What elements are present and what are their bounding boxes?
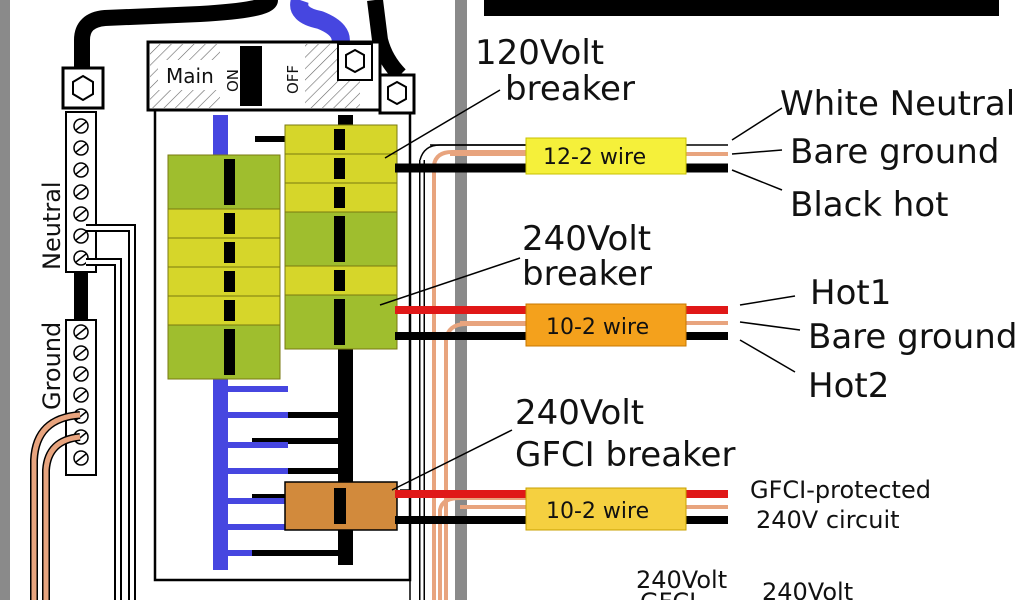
screw-slot <box>75 121 87 131</box>
lug-nut-icon <box>72 74 94 102</box>
neutral-label: Neutral <box>38 181 66 270</box>
screw-slot <box>75 390 87 400</box>
breaker-handle <box>334 216 345 262</box>
cable2-sheath <box>525 303 687 347</box>
bottom-left-cut-label: GFCI <box>640 588 696 600</box>
label-white-neutral: White Neutral <box>780 84 1015 124</box>
gfci-pigtail <box>400 489 411 600</box>
service-blue-wire <box>290 0 350 48</box>
blue-bus-stab <box>228 498 288 504</box>
leader-bare-ground-2 <box>739 321 801 331</box>
callout-240-leader <box>379 257 521 306</box>
gfci-breaker-handle <box>334 488 346 524</box>
screw-slot <box>75 348 87 358</box>
label-bare-ground-1: Bare ground <box>790 132 999 172</box>
on-label: ON <box>224 69 242 92</box>
screw-slot <box>75 165 87 175</box>
cable3-tag: 10-2 wire <box>546 499 649 524</box>
leader-black-hot <box>731 169 783 191</box>
hot-lug-nut-icon <box>387 80 407 106</box>
label-gfci-circuit-line1: GFCI-protected <box>750 476 931 504</box>
breaker-handle <box>224 213 235 234</box>
callout-240-line1: 240Volt <box>522 219 651 259</box>
main-label-bg <box>158 60 220 90</box>
screw-slot <box>75 187 87 197</box>
right-breaker-stack <box>284 124 398 350</box>
breaker-handle <box>224 242 235 263</box>
black-bus-stab <box>255 136 285 142</box>
cable2-tag: 10-2 wire <box>546 315 649 340</box>
breaker-handle <box>334 299 345 345</box>
bottom-right-label: 240Volt <box>762 578 853 600</box>
screw-slot <box>75 369 87 379</box>
screw-slot <box>75 327 87 337</box>
breaker-handle <box>334 129 345 150</box>
leader-white-neutral <box>731 107 783 141</box>
bottom-left-label: 240Volt <box>636 566 727 594</box>
breaker-handle <box>334 270 345 291</box>
blue-bus-stab <box>228 412 288 418</box>
cable1-ground-run <box>432 150 530 600</box>
blue-bus-stab <box>228 386 288 392</box>
screw-slot <box>75 143 87 153</box>
black-bus-stab <box>252 438 338 444</box>
breaker-handle <box>334 158 345 179</box>
black-bus-stab <box>252 412 338 418</box>
cable3-sheath <box>525 487 687 531</box>
label-hot1: Hot1 <box>810 273 891 313</box>
neutral-screws <box>73 118 89 266</box>
screw-slot <box>75 453 87 463</box>
leader-bare-ground-1 <box>731 149 783 155</box>
callout-gfci-line2: GFCI breaker <box>515 435 735 475</box>
left-breaker-stack <box>167 154 281 380</box>
label-bare-ground-2: Bare ground <box>808 317 1017 357</box>
cable3-ground-run <box>438 496 530 600</box>
black-bus-stab <box>252 550 338 556</box>
main-label: Main <box>166 64 214 88</box>
label-black-hot: Black hot <box>790 185 948 225</box>
service-neutral-wire <box>74 0 278 80</box>
cable1-sheath <box>525 137 687 175</box>
leader-hot1 <box>739 295 796 306</box>
screw-slot <box>75 253 87 263</box>
breaker-handle <box>224 159 235 205</box>
screw-slot <box>75 231 87 241</box>
breaker-handle <box>334 187 345 208</box>
ground-wire <box>31 412 81 600</box>
blue-bus-stab <box>228 442 288 448</box>
ground-label: Ground <box>38 322 66 410</box>
breaker-handle <box>224 300 235 321</box>
label-gfci-circuit-line2: 240V circuit <box>756 506 900 534</box>
neutral-wire <box>86 226 134 600</box>
neutral-wire-2 <box>86 260 120 600</box>
neutral-lug <box>61 66 105 110</box>
service-hot-wire <box>367 0 406 81</box>
leader-hot2 <box>739 339 796 373</box>
ground-wire-2 <box>43 434 81 600</box>
off-label: OFF <box>284 65 302 94</box>
black-bus-stab <box>252 468 338 474</box>
panel-right-rail <box>455 0 467 600</box>
bar-jumper <box>74 272 88 320</box>
breaker-frame <box>153 110 412 582</box>
cable1-tag: 12-2 wire <box>543 145 646 170</box>
callout-gfci-leader <box>391 429 513 491</box>
label-hot2: Hot2 <box>808 366 889 406</box>
breaker-handle <box>224 271 235 292</box>
main-breaker-handle <box>240 46 262 106</box>
callout-120-line1: 120Volt <box>475 33 604 73</box>
panel-left-rail <box>0 0 10 600</box>
callout-120-leader <box>384 89 501 159</box>
blue-bus-stab <box>228 524 288 530</box>
breaker-handle <box>224 329 235 375</box>
main-lug-nut-icon <box>345 48 365 74</box>
blue-bus-stab <box>228 468 288 474</box>
callout-240-line2: breaker <box>522 254 652 294</box>
screw-slot <box>75 209 87 219</box>
top-banner <box>484 0 999 16</box>
callout-120-line2: breaker <box>505 69 635 109</box>
callout-gfci-line1: 240Volt <box>515 393 644 433</box>
